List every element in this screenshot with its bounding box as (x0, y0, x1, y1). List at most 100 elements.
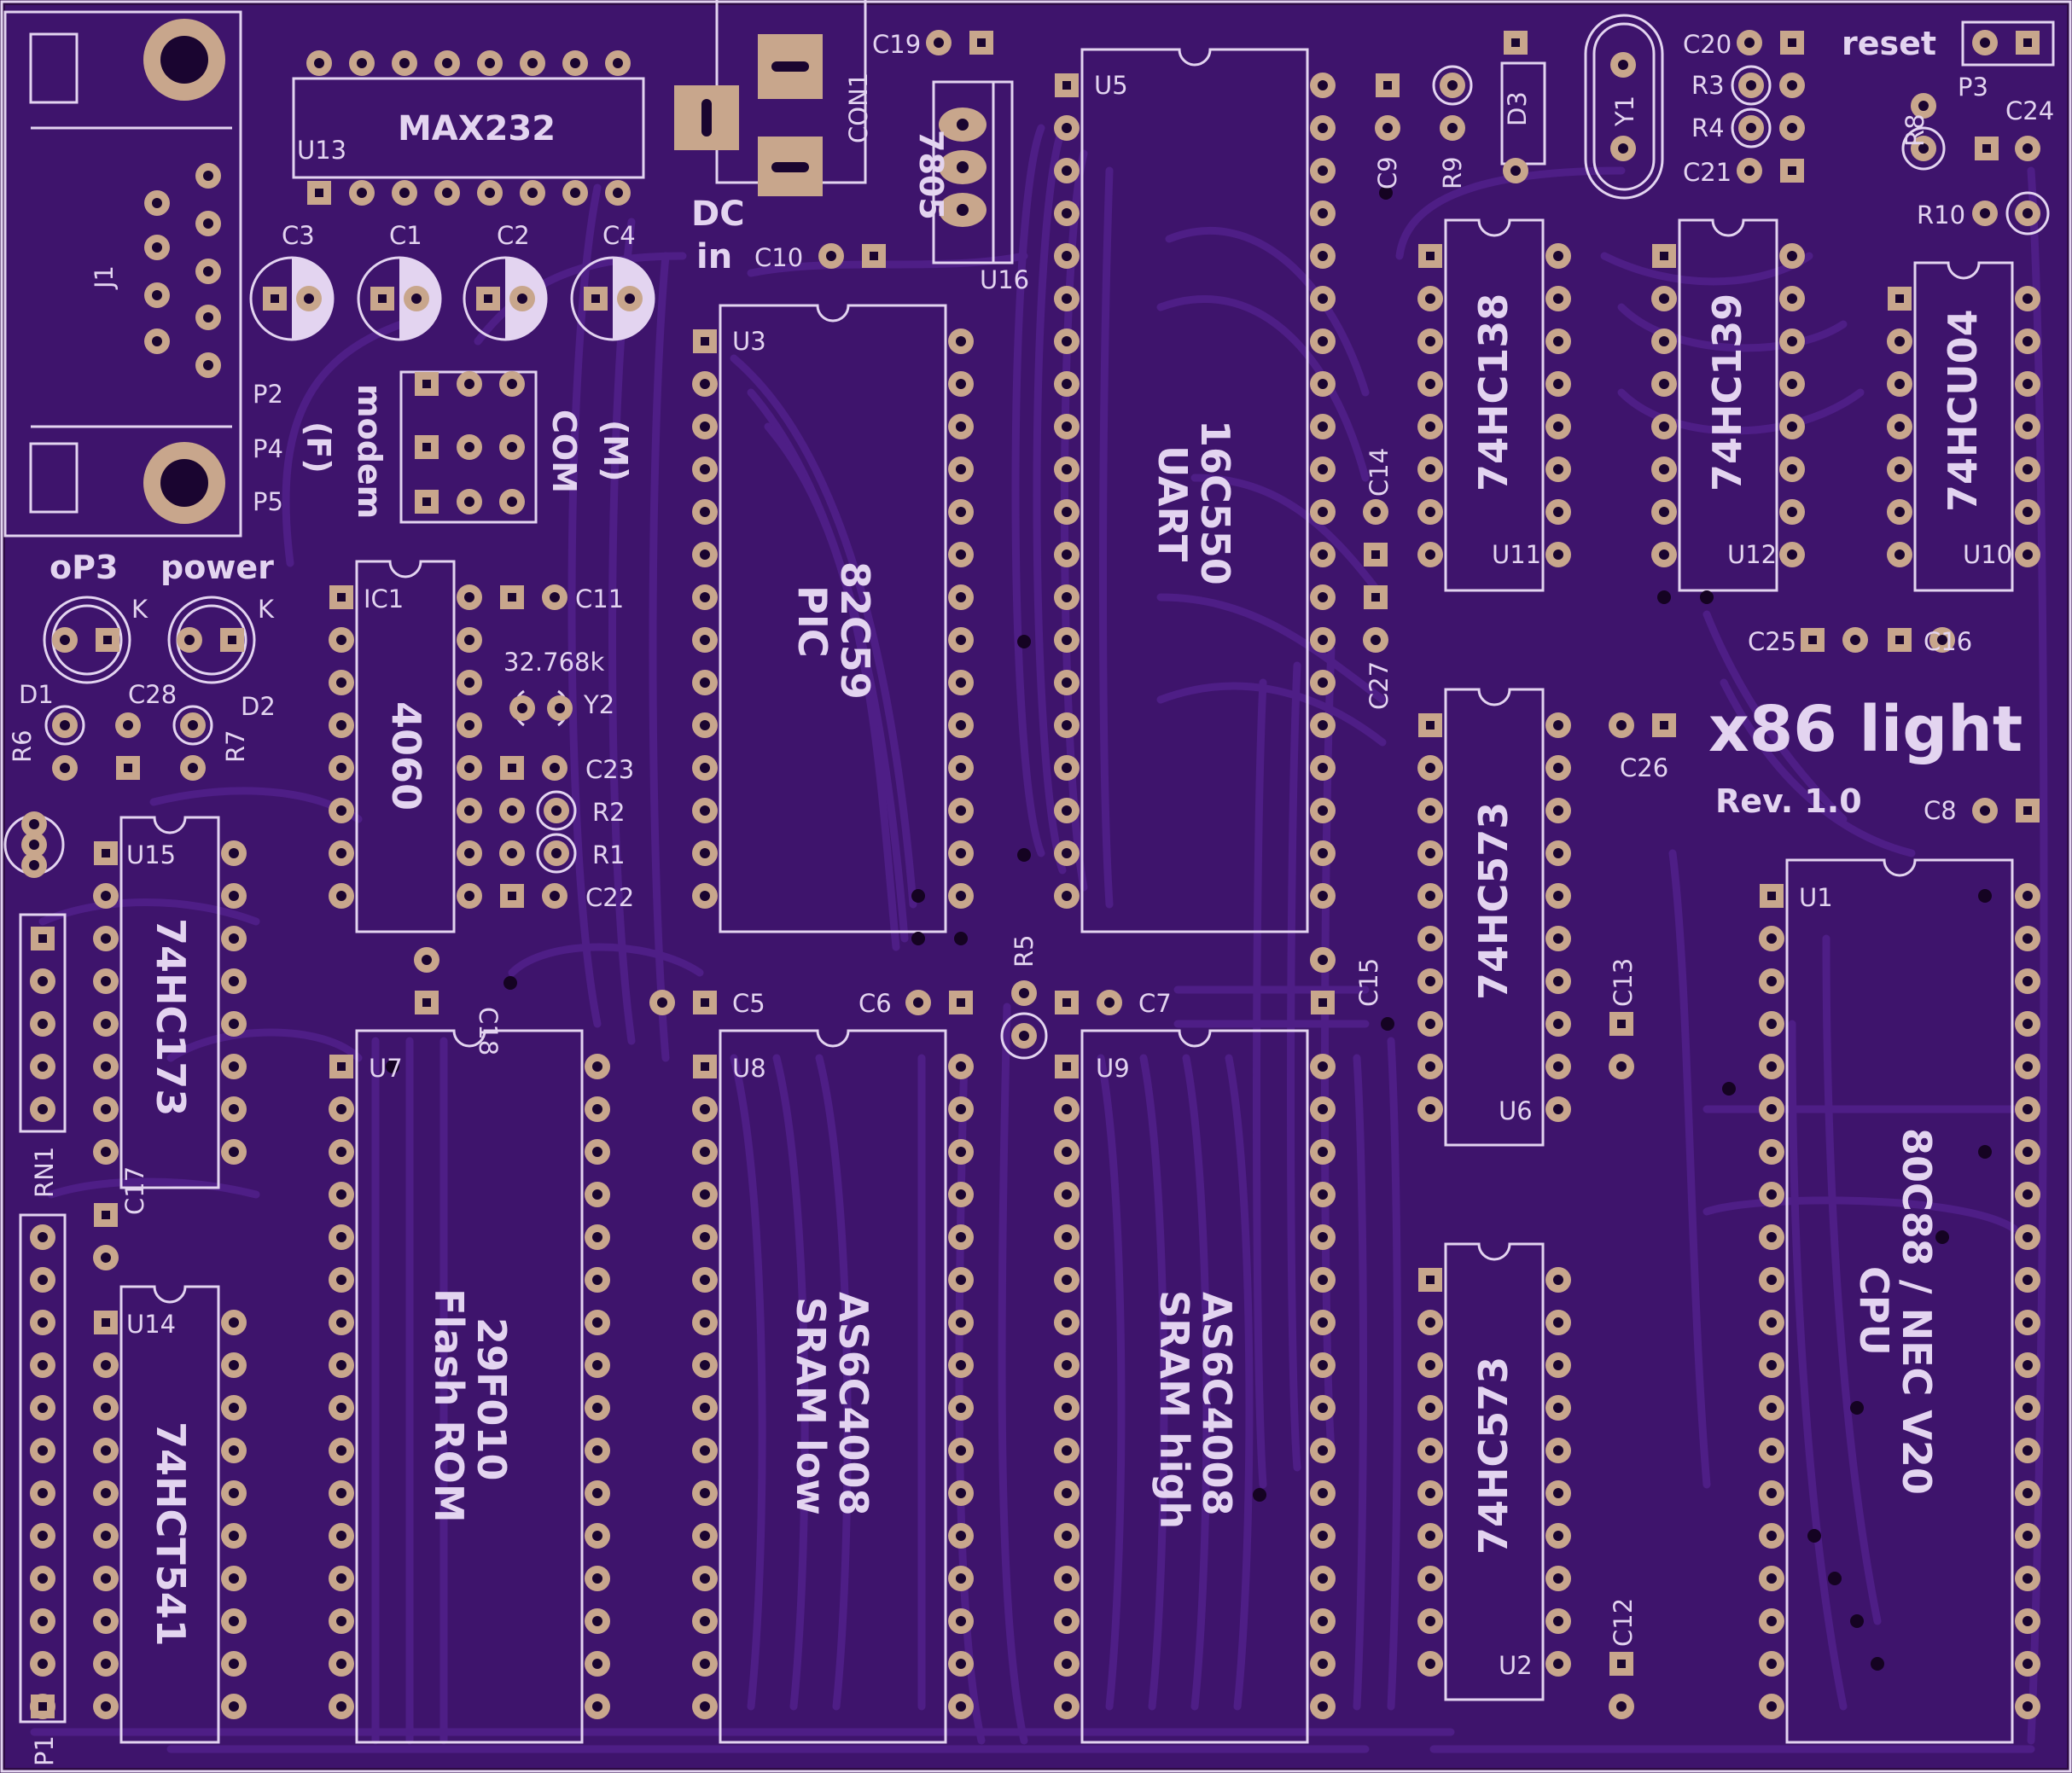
copper-trace (1321, 644, 1336, 1455)
u7-part-1-label: 29F010 (469, 1317, 515, 1480)
u1-pin-right-hole (2023, 891, 2033, 901)
r2-pad-hole (551, 805, 562, 816)
c7-pad-a-hole (1062, 998, 1071, 1007)
copper-trace (998, 1003, 1028, 1745)
u10-pin-right-hole (2023, 507, 2033, 517)
c27-label: C27 (1365, 661, 1394, 710)
u5-pin-left-hole (1062, 677, 1072, 688)
u10-pin-right-hole (2023, 336, 2033, 346)
u5-pin-right-hole (1318, 80, 1328, 90)
rn1-outline (19, 1213, 67, 1724)
u2-pin-right-hole (1553, 1275, 1563, 1285)
j1-pin-hole (152, 336, 162, 346)
r1-outline (536, 833, 577, 874)
u14-pin-left-hole (101, 1531, 111, 1541)
c11-pad-a-hole (508, 593, 516, 602)
c16-pad-a-hole (1895, 636, 1904, 644)
u11-pin-left-hole (1425, 464, 1435, 474)
u9-pin-right-hole (1318, 1275, 1328, 1285)
m-label: (M) (597, 420, 634, 482)
u6-pin-left-hole (1425, 805, 1435, 816)
u2-pin-right-hole (1553, 1531, 1563, 1541)
u3-pin-right-hole (956, 336, 966, 346)
via (1850, 1401, 1864, 1415)
copper-trace (1287, 661, 1301, 1472)
u2-pin-right-hole (1553, 1360, 1563, 1370)
u7-pin-left-hole (336, 1403, 346, 1413)
u3-pin-left-hole (700, 421, 710, 432)
u7-pin-right-hole (592, 1445, 602, 1456)
c26-label: C26 (1620, 753, 1668, 782)
u1-pin-left-hole (1766, 1616, 1777, 1626)
u5-pin-left-hole (1062, 592, 1072, 602)
c14-label: C14 (1365, 448, 1394, 497)
r1-pad-hole (551, 848, 562, 858)
u10-outline (1913, 261, 2014, 592)
u9-pin-left-hole (1062, 1104, 1072, 1114)
u9-pin-left-hole (1062, 1701, 1072, 1712)
ic1-pin-left-hole (336, 677, 346, 688)
via (911, 889, 925, 903)
u11-pin-left-hole (1425, 294, 1435, 304)
u8-pin-left-hole (700, 1616, 710, 1626)
u13-pin-top-hole (314, 58, 324, 68)
u2-pin-right-hole (1553, 1659, 1563, 1669)
u8-pin-left-hole (700, 1104, 710, 1114)
j1-pin-hole (203, 266, 213, 276)
u9-pin-left-hole (1062, 1147, 1072, 1157)
u9-pin-right-hole (1318, 1104, 1328, 1114)
c14-pad-b-hole (1371, 507, 1381, 517)
u9-pin-right-hole (1318, 1701, 1328, 1712)
u11-pin-left-hole (1425, 379, 1435, 389)
copper-trace (1822, 934, 1882, 1625)
r8-pad-hole (1918, 101, 1929, 111)
u7-outline (355, 1029, 584, 1744)
u13-outline (292, 77, 645, 179)
ic1-pin-right-hole (464, 891, 474, 901)
c13-label: C13 (1609, 958, 1638, 1007)
jumper-pad-hole (507, 379, 517, 389)
led-pad-hole (228, 636, 236, 644)
c15-pad-b-hole (1318, 955, 1328, 965)
c11-label: C11 (575, 584, 624, 613)
c16-pad-b-hole (1937, 635, 1947, 645)
u8-pin-left-hole (700, 1488, 710, 1498)
u11-pin-left-hole (1425, 421, 1435, 432)
u15-pin-left-hole (101, 1061, 111, 1072)
u9-pin-right-hole (1318, 1659, 1328, 1669)
u15-pin-right-hole (229, 1019, 239, 1029)
u14-pin-right-hole (229, 1488, 239, 1498)
rn1-pin-hole (38, 1275, 48, 1285)
y2-pad-hole (555, 703, 565, 713)
u8-pin-left-hole (700, 1531, 710, 1541)
silkscreen-labels: U13 MAX232 J1 C3 C1 C2 C4 CON1 DC in C10… (8, 25, 2054, 1766)
u8-pin-right-hole (956, 1232, 966, 1242)
u5-pin-right-hole (1318, 166, 1328, 176)
via (1850, 1614, 1864, 1628)
via (1017, 635, 1031, 648)
r10-pad-hole (1980, 208, 1990, 218)
u8-pin-left-hole (700, 1573, 710, 1584)
u2-pin-right-hole (1553, 1445, 1563, 1456)
u3-outline (719, 304, 947, 933)
u13-pin-bottom-hole (527, 188, 538, 198)
r8-outline (1901, 126, 1946, 171)
c6-pad-b-hole (913, 997, 923, 1008)
u1-pin-left-hole (1766, 1104, 1777, 1114)
u5-pin-left-hole (1062, 549, 1072, 560)
r9-pad-hole (1447, 123, 1458, 133)
header-left-pin-hole (38, 1104, 48, 1114)
r7-pad-hole (188, 763, 198, 773)
u13-pin-top-hole (570, 58, 580, 68)
u3-pin-right-hole (956, 464, 966, 474)
c8-pad-a-hole (2023, 806, 2032, 815)
ic1-pin-left-hole (336, 848, 346, 858)
u1-pin-left-hole (1766, 1061, 1777, 1072)
u2-pin-left-hole (1425, 1445, 1435, 1456)
u2-pin-left-hole (1425, 1659, 1435, 1669)
u13-pin-bottom-hole (442, 188, 452, 198)
u5-pin-left-hole (1062, 763, 1072, 773)
u12-pin-left-hole (1659, 336, 1669, 346)
u9-pin-right-hole (1318, 1147, 1328, 1157)
q-pad-hole (29, 840, 39, 850)
